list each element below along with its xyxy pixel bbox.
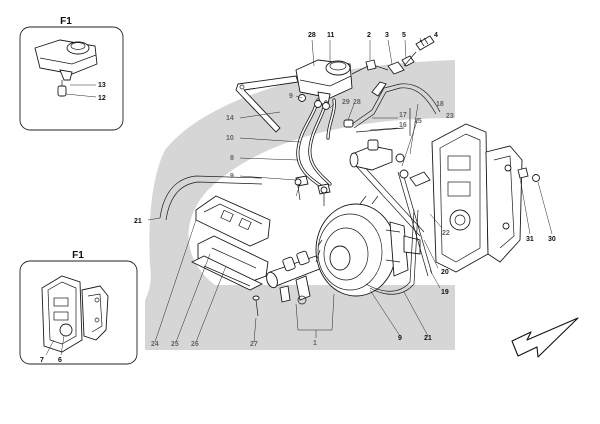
label-9-mid: 9: [230, 173, 234, 180]
master-cylinder: [266, 250, 323, 305]
label-12: 12: [98, 95, 106, 102]
label-22: 22: [442, 230, 450, 237]
inset-bottom: F1 7 6: [19, 250, 138, 365]
label-9-lower: 9: [398, 335, 402, 342]
reservoir-hoses: [296, 98, 336, 190]
clutch-line: [351, 81, 441, 136]
label-6: 6: [58, 357, 62, 364]
label-25: 25: [171, 341, 179, 348]
label-5: 5: [402, 32, 406, 39]
vacuum-hose: [365, 209, 419, 295]
brake-fluid-reservoir: [295, 59, 353, 105]
background-logo-shape: [145, 60, 455, 350]
inset-pedal-bracket: [41, 275, 109, 353]
label-18: 18: [436, 101, 444, 108]
label-30: 30: [548, 236, 556, 243]
leader-lines: [147, 37, 553, 343]
inset-top-title: F1: [60, 16, 72, 27]
clutch-master-cylinder: [349, 139, 431, 187]
pushrods: [355, 161, 433, 277]
label-17: 17: [399, 112, 407, 119]
brake-booster: [315, 195, 421, 297]
label-21-left: 21: [134, 218, 142, 225]
label-23: 23: [446, 113, 454, 120]
label-28: 28: [308, 32, 316, 39]
label-20: 20: [441, 269, 449, 276]
arrow-icon: [511, 317, 579, 358]
label-21-right: 21: [424, 335, 432, 342]
label-11: 11: [327, 32, 335, 39]
label-3: 3: [385, 32, 389, 39]
label-31: 31: [526, 236, 534, 243]
label-16: 16: [399, 122, 407, 129]
cable-21: [159, 175, 263, 221]
label-1: 1: [313, 340, 317, 347]
label-9-upper: 9: [289, 93, 293, 100]
pedal-bracket: [431, 123, 540, 273]
label-7: 7: [40, 357, 44, 364]
small-fittings: [294, 178, 328, 206]
inset-reservoir: [34, 39, 98, 97]
label-28-lower: 28: [353, 99, 361, 106]
label-24: 24: [151, 341, 159, 348]
lower-housing: [190, 195, 271, 317]
label-26: 26: [191, 341, 199, 348]
label-27: 27: [250, 341, 258, 348]
inset-bottom-title: F1: [72, 250, 84, 261]
reservoir-bracket: [235, 75, 299, 133]
label-13: 13: [98, 82, 106, 89]
fitting-2-3-5-4: [351, 35, 435, 75]
label-14: 14: [226, 115, 234, 122]
label-4: 4: [434, 32, 438, 39]
label-15: 15: [414, 118, 422, 125]
label-8: 8: [230, 155, 234, 162]
label-19: 19: [441, 289, 449, 296]
label-10: 10: [226, 135, 234, 142]
inset-top: F1 13 12: [19, 16, 124, 131]
label-2: 2: [367, 32, 371, 39]
label-29: 29: [342, 99, 350, 106]
